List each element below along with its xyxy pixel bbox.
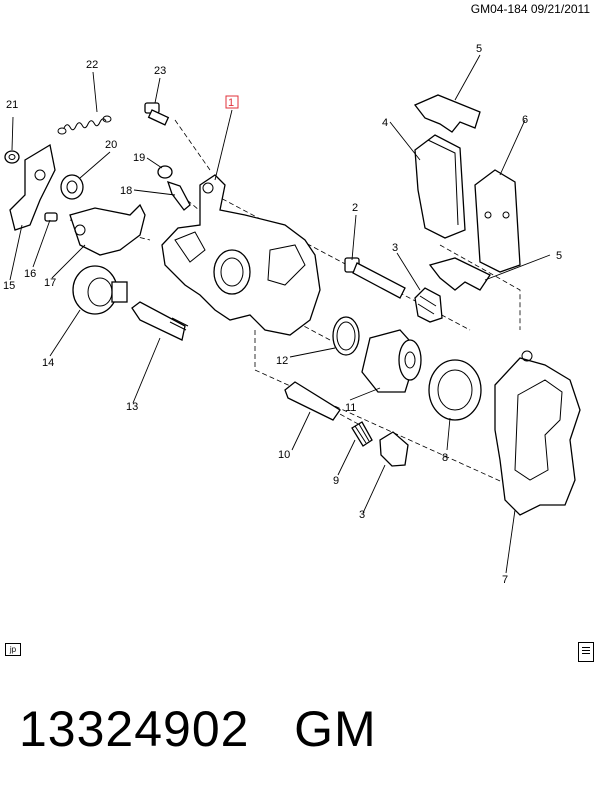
callout-16: 16 [24, 268, 36, 280]
part-13-guide-pin [131, 301, 189, 341]
callout-5-lower: 5 [556, 250, 562, 262]
part-8-dust-boot [428, 359, 482, 421]
callout-10: 10 [278, 449, 290, 461]
callout-labels: 1 2 3 3 4 5 5 6 7 8 9 10 11 12 13 14 15 … [3, 43, 562, 586]
callout-1: 1 [228, 97, 234, 109]
callout-9: 9 [333, 475, 339, 487]
part-5-clip-lower [428, 257, 491, 291]
part-4-inner-pad [414, 134, 466, 239]
callout-4: 4 [382, 117, 388, 129]
part-number-caption: 13324902 GM [19, 701, 377, 757]
part-7-anchor-bracket [494, 350, 581, 516]
part-12-seal [332, 316, 360, 356]
callout-23: 23 [154, 65, 166, 77]
part-22-spring [57, 115, 112, 135]
callout-2: 2 [352, 202, 358, 214]
callout-8: 8 [442, 452, 448, 464]
diagram-reference: GM04-184 09/21/2011 [470, 2, 590, 16]
document-icon[interactable] [578, 642, 594, 662]
callout-11: 11 [345, 402, 356, 414]
callout-17: 17 [44, 277, 56, 289]
callout-7: 7 [502, 574, 508, 586]
leader-lines [9, 54, 551, 574]
part-15-lever [9, 143, 56, 231]
callout-15: 15 [3, 280, 15, 292]
callout-22: 22 [86, 59, 98, 71]
part-6-outer-pad [474, 169, 521, 273]
part-3-boot-lower [379, 431, 409, 467]
callout-20: 20 [105, 139, 117, 151]
callout-18: 18 [120, 185, 132, 197]
callout-12: 12 [276, 355, 288, 367]
part-18-bleeder [166, 180, 191, 211]
part-19-cap [157, 165, 173, 179]
callout-6: 6 [522, 114, 528, 126]
part-9-bushing [351, 421, 373, 447]
part-5-clip-upper [413, 94, 481, 133]
part-20-bearing [60, 174, 84, 200]
callout-3-lower: 3 [359, 509, 365, 521]
callout-5-upper: 5 [476, 43, 482, 55]
part-1-caliper-body [161, 174, 321, 336]
callout-14: 14 [42, 357, 54, 369]
callout-21: 21 [6, 99, 18, 111]
language-tag[interactable]: jp [5, 643, 21, 656]
part-10-pin [284, 381, 341, 421]
callout-3-upper: 3 [392, 242, 398, 254]
part-11-piston [361, 329, 422, 393]
part-3-boot-upper [414, 287, 443, 323]
callout-1-highlight-box [225, 95, 239, 109]
part-14-actuator [72, 265, 128, 315]
part-16-bolt [44, 212, 58, 222]
callout-19: 19 [133, 152, 145, 164]
part-2-pin [344, 257, 406, 299]
part-21-nut [4, 150, 20, 164]
part-23-bolt [144, 102, 170, 126]
callout-13: 13 [126, 401, 138, 413]
part-17-bracket [69, 203, 146, 256]
